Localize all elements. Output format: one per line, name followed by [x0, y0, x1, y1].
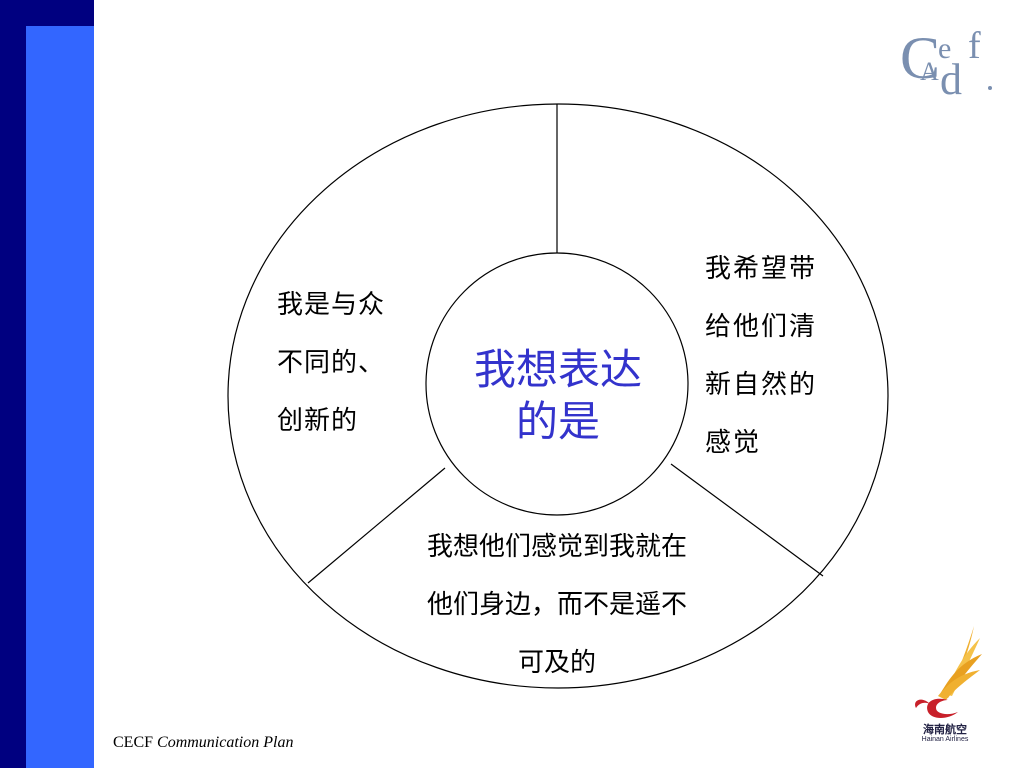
segment-left-line-2: 不同的、: [277, 348, 386, 378]
cecf-logo-letter-c: C: [900, 25, 940, 91]
footer-brand: CECF: [113, 734, 154, 751]
segment-bottom-line-3: 可及的: [517, 648, 596, 678]
center-title-line-2: 的是: [515, 397, 600, 446]
segment-right-line-2: 给他们清: [705, 312, 818, 342]
segment-right-text: 我希望带 给他们清 新自然的 感觉: [705, 240, 817, 472]
outer-circle: [227, 103, 889, 689]
cecf-logo-letter-f: f: [968, 25, 981, 67]
cecf-logo-letter-e: e: [938, 32, 951, 65]
cecf-logo-letter-d: d: [940, 55, 962, 98]
segment-left-line-1: 我是与众: [277, 290, 386, 320]
center-title-line-1: 我想表达: [473, 345, 642, 394]
segment-left-line-3: 创新的: [277, 406, 359, 436]
segment-bottom-text: 我想他们感觉到我就在 他们身边，而不是遥不 可及的: [384, 518, 730, 692]
cecf-logo-icon: C e f A d: [900, 25, 992, 98]
segment-right-line-1: 我希望带: [705, 254, 818, 284]
segment-right-line-3: 新自然的: [705, 370, 818, 400]
center-title: 我想表达 的是: [430, 344, 686, 448]
footer-caption: CECF Communication Plan: [113, 734, 293, 752]
divider-lower-left: [307, 467, 446, 584]
sidebar-dark-stripe: [0, 0, 26, 768]
sidebar-top-block: [26, 0, 94, 26]
cecf-logo-dot: [988, 86, 992, 90]
sidebar-blue-stripe: [26, 0, 94, 768]
hainan-logo-name-cn: 海南航空: [923, 723, 967, 736]
footer-title: Communication Plan: [157, 734, 294, 751]
segment-bottom-line-2: 他们身边，而不是遥不: [426, 590, 687, 620]
cecf-logo-letter-a: A: [920, 57, 939, 86]
segment-bottom-line-1: 我想他们感觉到我就在: [426, 532, 687, 562]
divider-lower-right: [670, 463, 824, 577]
segment-right-line-4: 感觉: [705, 428, 762, 458]
segment-left-text: 我是与众 不同的、 创新的: [277, 276, 385, 450]
hainan-logo-name-en: Hainan Airlines: [921, 736, 969, 743]
hainan-airlines-logo-icon: [915, 626, 982, 718]
